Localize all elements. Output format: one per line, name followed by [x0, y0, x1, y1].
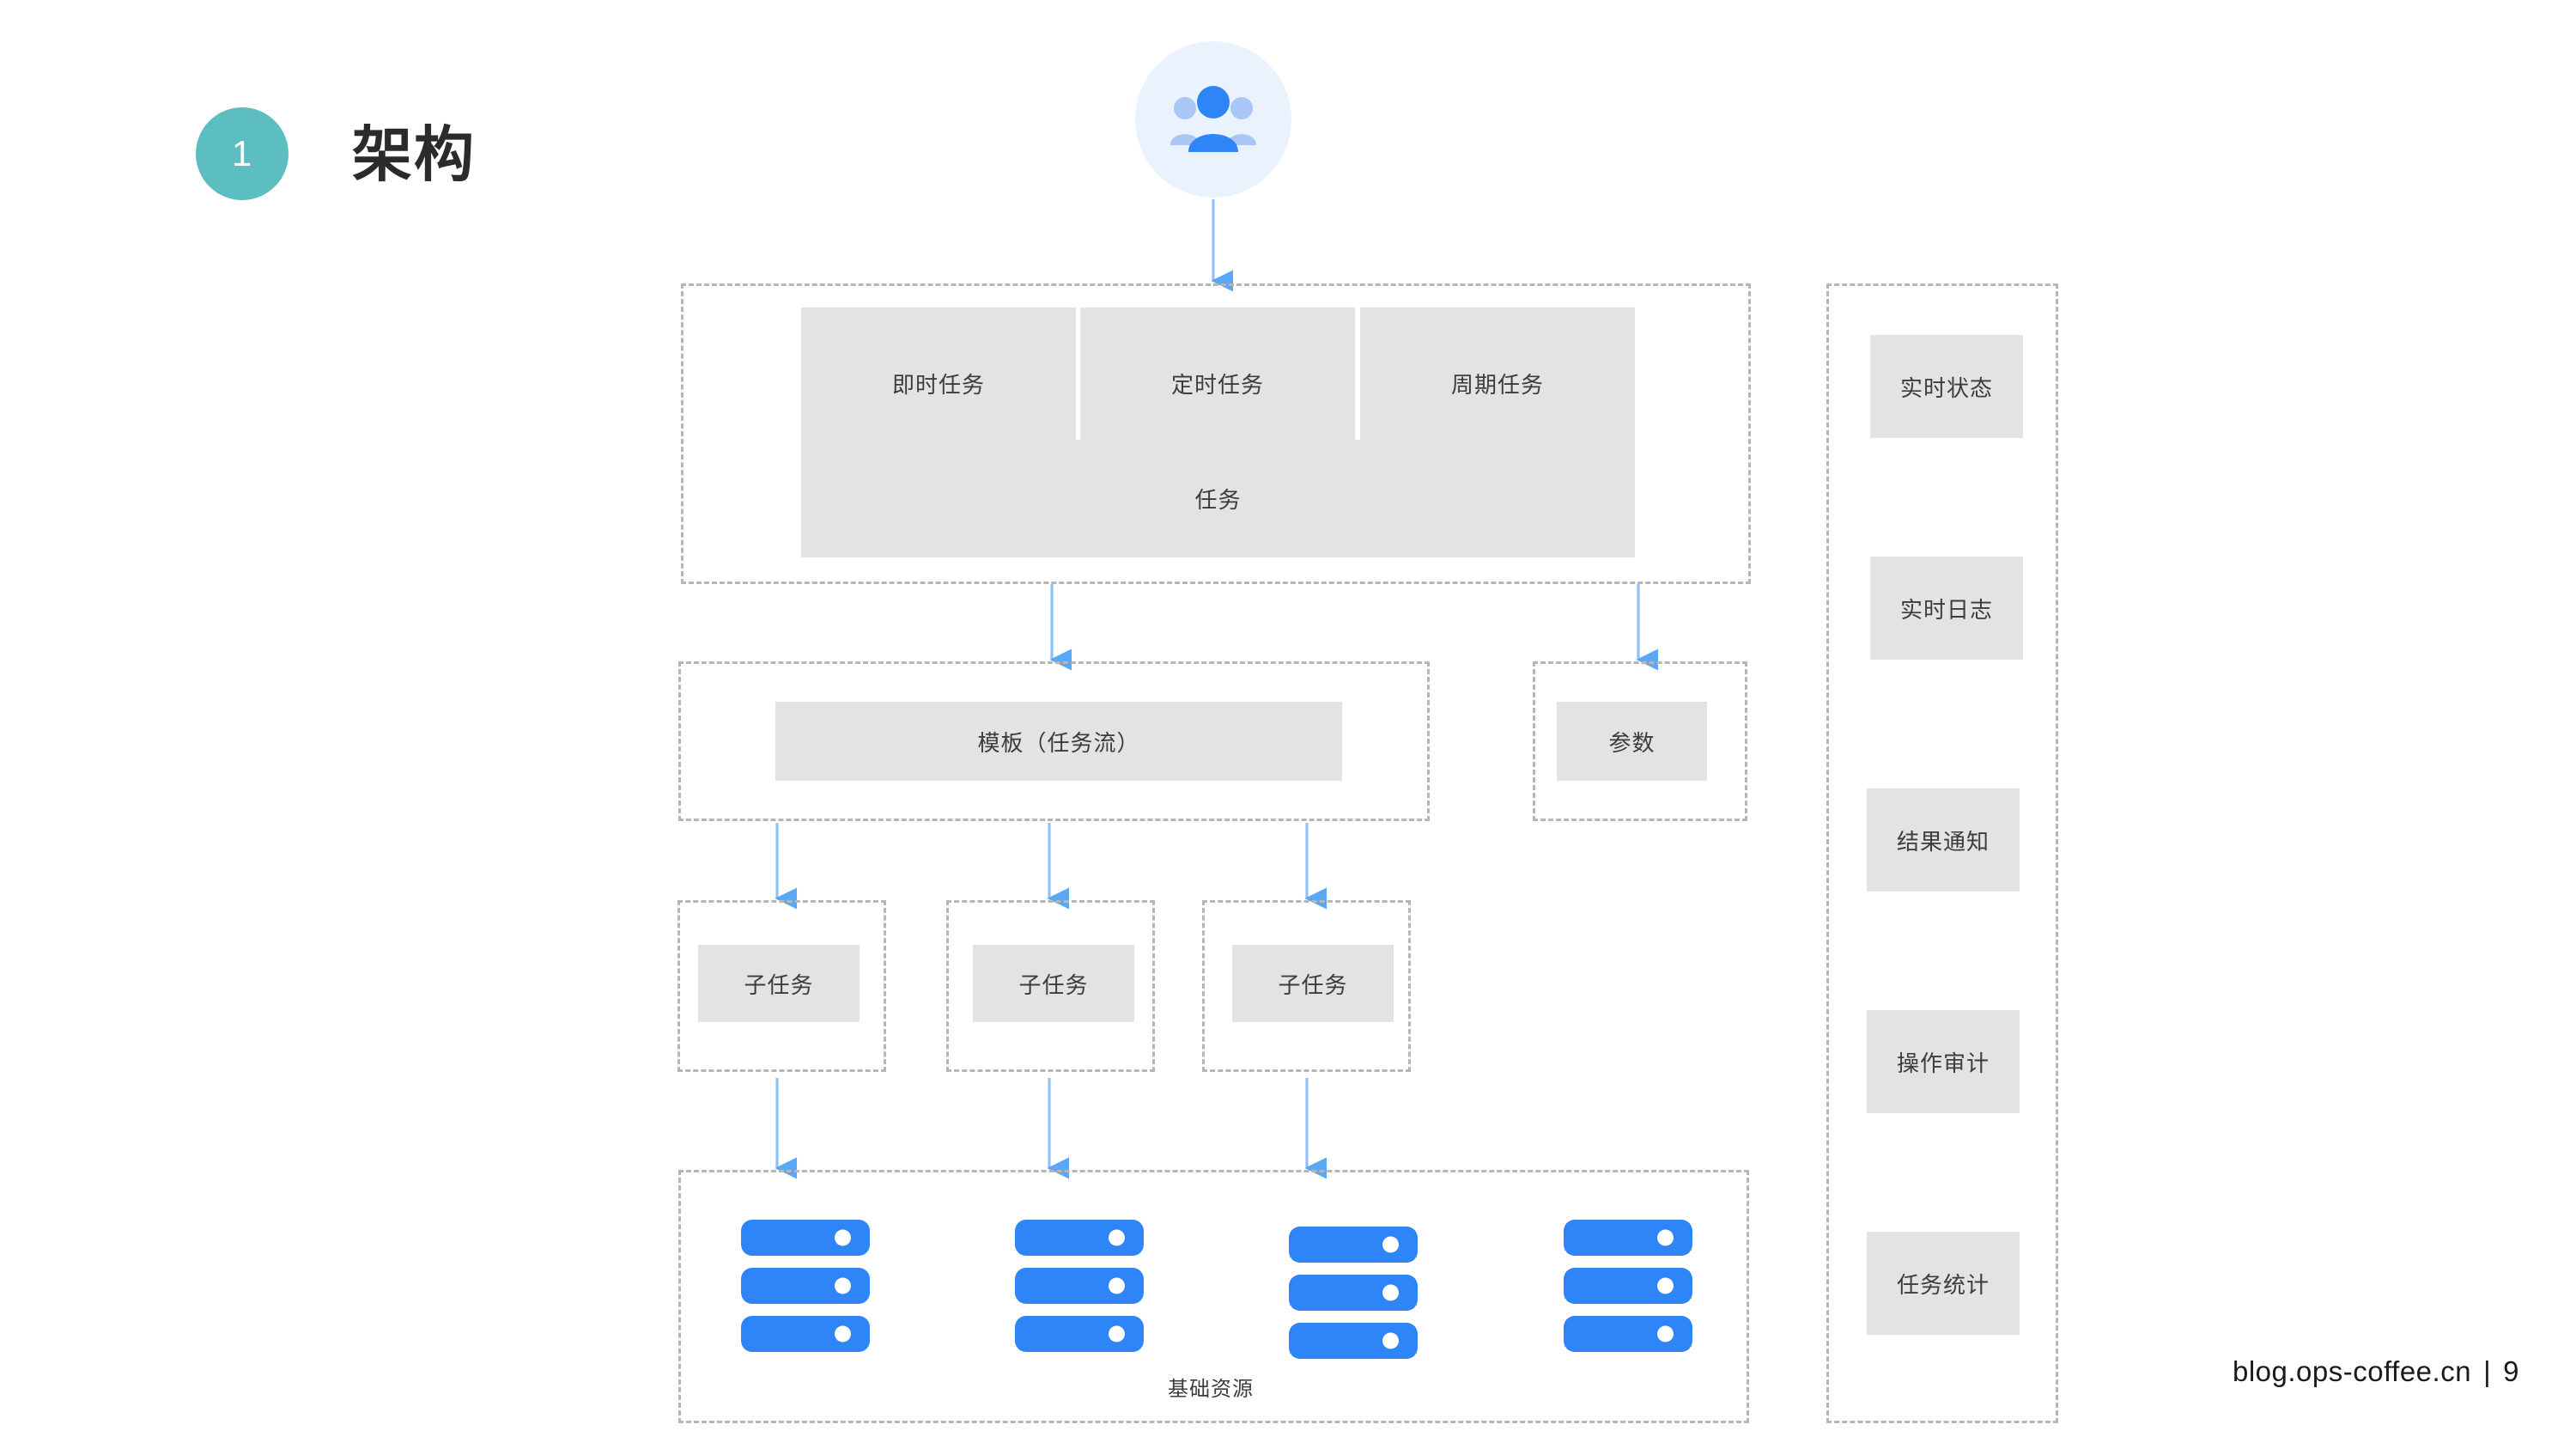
footer-separator: | [2483, 1355, 2492, 1387]
template-block-label: 模板（任务流） [977, 729, 1140, 756]
capability-block-0[interactable]: 实时状态 [1870, 335, 2023, 438]
server-icon [741, 1268, 870, 1304]
section-number: 1 [231, 133, 253, 174]
resource-group-container [678, 1170, 1749, 1423]
server-icon [1289, 1227, 1418, 1263]
capability-label: 任务统计 [1896, 1271, 1990, 1298]
server-icon [1015, 1316, 1144, 1352]
capability-label: 实时日志 [1899, 596, 1993, 623]
task-group-container [681, 283, 1751, 584]
task-type-label: 周期任务 [1450, 371, 1544, 398]
capability-label: 结果通知 [1896, 828, 1990, 855]
subtask-block-0[interactable]: 子任务 [698, 945, 860, 1022]
task-type-block-2[interactable]: 周期任务 [1360, 307, 1635, 459]
server-icon [1564, 1220, 1692, 1256]
section-number-badge: 1 [196, 107, 289, 200]
server-icon [741, 1220, 870, 1256]
task-type-label: 即时任务 [891, 371, 985, 398]
task-block-label: 任务 [1194, 487, 1242, 513]
task-block[interactable]: 任务 [801, 440, 1635, 557]
capabilities-panel-container [1826, 283, 2058, 1423]
server-icon [1564, 1316, 1692, 1352]
subtask-label: 子任务 [1278, 971, 1348, 998]
users-group-icon [1135, 41, 1291, 198]
subtask-group-container-0 [677, 900, 886, 1072]
capability-label: 实时状态 [1899, 374, 1993, 401]
footer: blog.ops-coffee.cn | 9 [2233, 1355, 2519, 1388]
footer-page-number: 9 [2503, 1355, 2519, 1387]
server-stack-3 [1564, 1220, 1692, 1352]
subtask-group-container-2 [1202, 900, 1411, 1072]
server-icon [1015, 1268, 1144, 1304]
server-stack-2 [1289, 1227, 1418, 1359]
subtask-block-1[interactable]: 子任务 [973, 945, 1134, 1022]
capability-block-3[interactable]: 操作审计 [1867, 1010, 2020, 1113]
server-stack-1 [1015, 1220, 1144, 1352]
task-type-label: 定时任务 [1170, 371, 1264, 398]
server-stack-0 [741, 1220, 870, 1352]
server-icon [741, 1316, 870, 1352]
server-icon [1564, 1268, 1692, 1304]
server-icon [1015, 1220, 1144, 1256]
capability-block-4[interactable]: 任务统计 [1867, 1232, 2020, 1335]
param-group-container [1533, 661, 1747, 821]
server-icon [1289, 1323, 1418, 1359]
template-group-container [678, 661, 1430, 821]
footer-site: blog.ops-coffee.cn [2232, 1355, 2472, 1387]
subtask-group-container-1 [946, 900, 1155, 1072]
template-block[interactable]: 模板（任务流） [775, 702, 1342, 781]
capability-label: 操作审计 [1896, 1050, 1990, 1076]
task-type-block-1[interactable]: 定时任务 [1080, 307, 1355, 459]
param-block-label: 参数 [1608, 729, 1656, 756]
param-block[interactable]: 参数 [1557, 702, 1707, 781]
resource-group-caption: 基础资源 [1168, 1378, 1254, 1401]
task-type-block-0[interactable]: 即时任务 [801, 307, 1076, 459]
page-title: 架构 [352, 121, 476, 188]
subtask-block-2[interactable]: 子任务 [1232, 945, 1394, 1022]
subtask-label: 子任务 [1018, 971, 1089, 998]
subtask-label: 子任务 [744, 971, 814, 998]
capability-block-1[interactable]: 实时日志 [1870, 557, 2023, 660]
server-icon [1289, 1275, 1418, 1311]
capability-block-2[interactable]: 结果通知 [1867, 788, 2020, 892]
